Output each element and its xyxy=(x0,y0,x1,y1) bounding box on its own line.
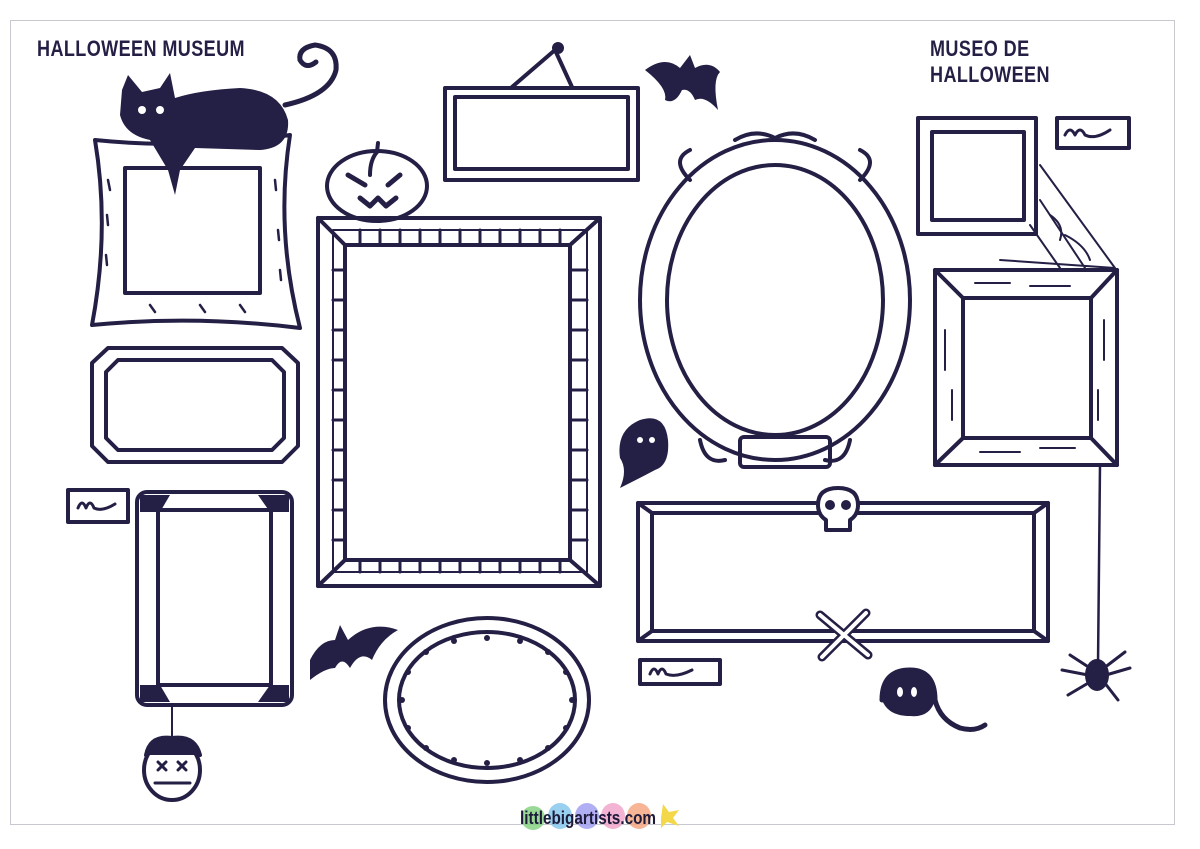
dotted-oval-frame xyxy=(383,616,591,784)
hanging-sign-frame xyxy=(443,42,640,182)
jack-o-lantern-icon xyxy=(325,141,429,223)
black-cat-icon xyxy=(120,42,339,195)
wood-square-frame xyxy=(933,268,1119,467)
bat-icon xyxy=(310,625,398,680)
small-square-frame xyxy=(916,116,1038,236)
shrunken-head-icon xyxy=(142,704,202,802)
brand-color-blobs xyxy=(521,803,679,830)
crossbones-icon xyxy=(815,608,873,662)
spider-icon xyxy=(1060,463,1132,702)
cat-frame xyxy=(90,133,302,330)
footer-brand: littlebigartists.com xyxy=(520,808,657,828)
oval-mirror-frame xyxy=(638,131,912,469)
skull-icon xyxy=(816,486,860,532)
octagon-frame xyxy=(90,346,300,464)
spider-web-icon xyxy=(999,164,1116,269)
title-english: HALLOWEEN MUSEUM xyxy=(37,36,245,61)
striped-tall-frame xyxy=(316,216,602,588)
bat-icon xyxy=(645,55,720,110)
signature-label-1 xyxy=(1055,116,1131,150)
ghost-icon xyxy=(619,418,669,488)
signature-label-3 xyxy=(638,658,722,686)
rounded-corner-frame xyxy=(135,490,294,707)
ghost-icon xyxy=(879,667,988,732)
signature-label-2 xyxy=(66,488,130,524)
title-spanish: MUSEO DE HALLOWEEN xyxy=(930,36,1050,87)
